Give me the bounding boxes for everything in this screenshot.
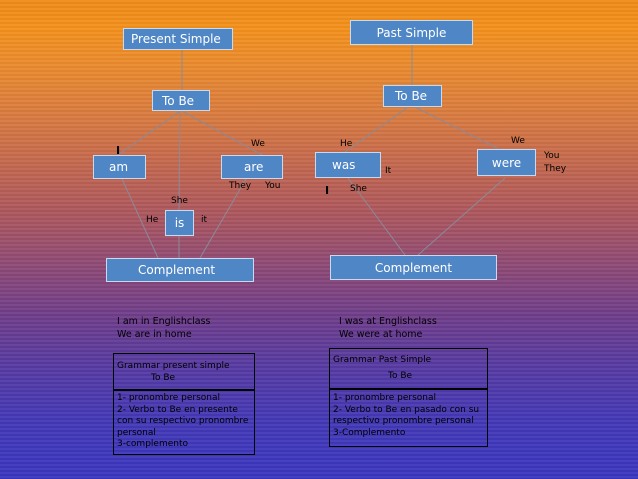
past-complement-box: Complement — [330, 255, 497, 280]
present-grammar-subtitle: To Be — [151, 373, 176, 383]
were-box: were — [477, 149, 536, 176]
present-to-be-text: To Be — [162, 93, 195, 108]
pronoun-she-present: She — [171, 196, 188, 206]
pronoun-he-past: He — [340, 139, 353, 149]
pronoun-it-present: it — [201, 215, 208, 225]
pronoun-we-present: We — [251, 139, 265, 149]
pronoun-i-present: I — [116, 144, 121, 157]
line-present-are-to-complement — [199, 178, 247, 259]
past-to-be-text: To Be — [395, 89, 428, 103]
past-step-2: 2- Verbo to Be en pasado con su — [333, 404, 480, 415]
am-box: am — [93, 155, 146, 179]
line-past-verb-to-were — [414, 106, 506, 153]
are-box: are — [221, 155, 283, 179]
present-grammar-steps-box: 1- pronombre personal 2- Verbo to Be en … — [113, 390, 255, 455]
present-grammar-title-box: Grammar present simple To Be — [113, 353, 255, 390]
pronoun-you-present: You — [265, 181, 281, 191]
past-simple-title-text: Past Simple — [376, 25, 447, 40]
present-simple-title-text: Present Simple — [131, 32, 221, 46]
present-step-3: con su respectivo pronombre — [117, 416, 249, 426]
past-grammar-title: Grammar Past Simple — [333, 355, 432, 365]
line-present-verb-to-am — [117, 110, 181, 156]
present-example-2: We are in home — [117, 329, 192, 340]
line-past-verb-to-was — [344, 106, 409, 153]
was-box: was — [315, 152, 381, 178]
present-to-be-box: To Be — [152, 90, 210, 111]
present-examples: I am in Englishclass We are in home — [117, 315, 210, 341]
line-present-verb-to-is — [178, 110, 181, 211]
pronoun-we-past: We — [511, 136, 525, 146]
line-present-am-to-complement — [121, 178, 159, 259]
present-step-1: 1- pronombre personal — [117, 393, 221, 403]
present-complement-box: Complement — [106, 258, 254, 282]
past-to-be-box: To Be — [383, 85, 442, 107]
were-text: were — [491, 155, 522, 170]
past-example-2: We were at home — [339, 329, 423, 340]
present-step-4: personal — [117, 427, 156, 438]
line-present-verb-to-are — [181, 110, 263, 156]
line-past-were-to-complement — [417, 177, 506, 256]
past-step-1: 1- pronombre personal — [333, 393, 437, 403]
pronoun-they-present: They — [229, 181, 252, 191]
present-example-1: I am in Englishclass — [117, 316, 211, 327]
present-complement-text: Complement — [138, 263, 216, 277]
past-example-1: I was at Englishclass — [339, 316, 437, 327]
pronoun-i-past: I — [325, 184, 330, 197]
past-complement-text: Complement — [374, 260, 453, 275]
is-box: is — [165, 210, 194, 236]
present-step-2: 2- Verbo to Be en presente — [117, 404, 238, 415]
present-grammar-title: Grammar present simple — [117, 361, 230, 371]
past-step-3: respectivo pronombre personal — [333, 416, 474, 426]
pronoun-she-past: She — [350, 184, 367, 194]
past-examples: I was at Englishclass We were at home — [339, 315, 437, 341]
past-simple-title: Past Simple — [350, 20, 473, 45]
present-simple-title: Present Simple — [123, 28, 233, 50]
are-text: are — [244, 160, 264, 174]
line-past-was-to-complement — [347, 177, 406, 256]
pronoun-it-past: It — [385, 166, 392, 176]
pronoun-you-past: You — [544, 151, 560, 161]
past-grammar-steps-box: 1- pronombre personal 2- Verbo to Be en … — [329, 389, 488, 447]
past-grammar-subtitle: To Be — [388, 371, 413, 381]
past-step-4: 3-Complemento — [333, 427, 406, 438]
is-text: is — [174, 216, 185, 230]
past-grammar-title-box: Grammar Past Simple To Be — [329, 348, 488, 389]
was-text: was — [332, 158, 356, 172]
pronoun-he-present: He — [146, 215, 159, 225]
am-text: am — [109, 160, 129, 174]
present-step-5: 3-complemento — [117, 439, 188, 449]
pronoun-they-past: They — [544, 164, 567, 174]
